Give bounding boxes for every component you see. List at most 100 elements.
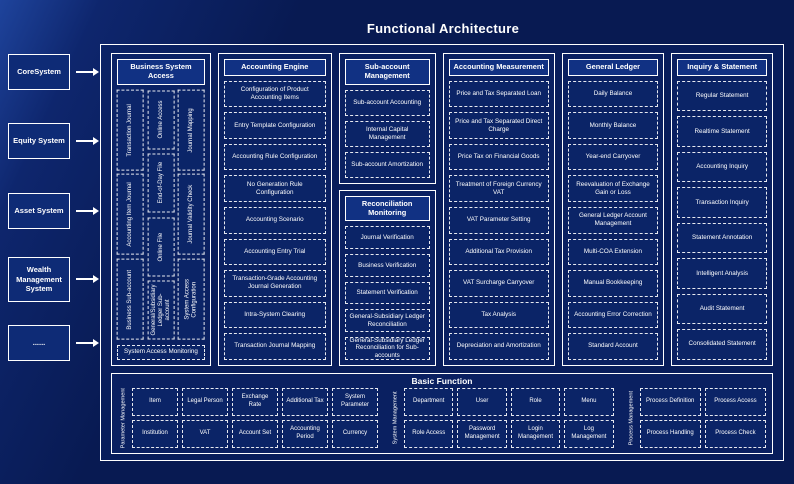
feature-item: Transaction Journal Mapping (223, 333, 326, 360)
feature-item: Entry Template Configuration (223, 112, 326, 139)
feature-item: Role (510, 387, 561, 416)
feature-item: Item (132, 387, 178, 416)
feature-item: Exchange Rate (232, 387, 278, 416)
feature-item: Password Management (457, 419, 507, 449)
feature-item: Monthly Balance (567, 112, 659, 139)
feature-item: General Ledger Account Management (567, 207, 659, 234)
feature-item: Process Handling (639, 419, 701, 449)
feature-item: Sub-account Amortization (344, 151, 430, 178)
feature-item: Transaction Inquiry (677, 187, 767, 218)
feature-item: Process Access (704, 387, 766, 416)
feature-item: Multi-COA Extension (567, 238, 659, 266)
feature-item: Additional Tax Provision (448, 238, 549, 266)
arrow-right-icon (76, 68, 99, 76)
feature-item: Additional Tax (282, 387, 328, 416)
feature-item: Realtime Statement (677, 116, 767, 147)
feature-item: Transaction Journal (117, 89, 144, 171)
feature-item: Price Tax on Financial Goods (448, 143, 549, 171)
feature-item: Business Sub-account (117, 259, 144, 340)
feature-item: Intelligent Analysis (677, 258, 767, 289)
feature-item: Reevaluation of Exchange Gain or Loss (567, 175, 659, 202)
system-box-equity: Equity System (8, 123, 70, 159)
feature-item: Regular Statement (677, 80, 767, 112)
panel-header: Sub-account Management (344, 59, 430, 85)
feature-item: Standard Account (567, 333, 659, 360)
feature-item: Log Management (564, 419, 614, 449)
feature-item: Accounting Scenario (223, 207, 326, 234)
feature-item: Accounting Error Correction (567, 301, 659, 329)
panel-header: Accounting Measurement (448, 59, 549, 76)
feature-item: System Access Configuration (178, 259, 205, 340)
feature-item: Currency (332, 419, 378, 449)
feature-item: General/Subsidiary Ledger Sub-account (147, 280, 175, 340)
feature-item: Accounting Entry Trial (223, 238, 326, 266)
feature-item: Transaction-Grade Accounting Journal Gen… (223, 270, 326, 297)
feature-item: Intra-System Clearing (223, 301, 326, 329)
panel-accounting-measurement: Accounting Measurement Price and Tax Sep… (442, 53, 555, 366)
group-label: Process Management (628, 390, 635, 446)
feature-item: Process Check (704, 419, 766, 449)
feature-item: Audit Statement (677, 293, 767, 325)
feature-item: Menu (564, 387, 614, 416)
feature-item: Role Access (404, 419, 454, 449)
main-frame: Business System Access Transaction Journ… (100, 44, 784, 461)
function-columns: Business System Access Transaction Journ… (111, 53, 773, 366)
feature-item: Treatment of Foreign Currency VAT (448, 175, 549, 202)
feature-item: VAT (182, 419, 228, 449)
feature-item: Accounting Item Journal (117, 174, 144, 256)
feature-item: Journal Verification (344, 226, 430, 250)
feature-item: Login Management (510, 419, 561, 449)
feature-item: Journal Validity Check (178, 174, 205, 256)
feature-item: User (457, 387, 507, 416)
feature-item: End-of-Day File (147, 153, 175, 213)
feature-item: Sub-account Accounting (344, 89, 430, 116)
feature-item: General-Subsidiary Ledger Reconciliation… (344, 337, 430, 360)
feature-item: System Parameter (332, 387, 378, 416)
feature-item: VAT Surcharge Carryover (448, 270, 549, 297)
panel-subaccount-management: Sub-account Management Sub-account Accou… (338, 53, 436, 184)
group-label: System Management (392, 391, 399, 445)
panel-accounting-engine: Accounting Engine Configuration of Produ… (217, 53, 332, 366)
feature-item: Accounting Inquiry (677, 151, 767, 183)
arrow-right-icon (76, 339, 99, 347)
panel-header: General Ledger (567, 59, 659, 76)
feature-item: Legal Person (182, 387, 228, 416)
group-label: Parameter Management (120, 387, 127, 448)
feature-item: No Generation Rule Configuration (223, 175, 326, 202)
feature-item: Accounting Rule Configuration (223, 143, 326, 171)
feature-item: Business Verification (344, 254, 430, 277)
feature-item: Statement Verification (344, 281, 430, 305)
feature-item: Statement Annotation (677, 222, 767, 254)
panel-basic-function: Basic Function Parameter Management Item… (111, 372, 773, 454)
arrow-right-icon (76, 275, 99, 283)
feature-item: Daily Balance (567, 80, 659, 108)
feature-item: General-Subsidiary Ledger Reconciliation (344, 309, 430, 333)
feature-item: Configuration of Product Accounting Item… (223, 80, 326, 108)
panel-header: Reconciliation Monitoring (344, 195, 430, 222)
feature-item: Online File (147, 216, 175, 277)
feature-item: Accounting Period (282, 419, 328, 449)
panel-reconciliation-monitoring: Reconciliation Monitoring Journal Verifi… (338, 189, 436, 366)
system-box-core: CoreSystem (8, 54, 70, 90)
feature-item: Internal Capital Management (344, 120, 430, 147)
page-title: Functional Architecture (366, 21, 520, 36)
arrow-right-icon (76, 137, 99, 145)
system-box-asset: Asset System (8, 193, 70, 229)
feature-item: System Access Monitoring (117, 344, 205, 360)
feature-item: Price and Tax Separated Loan (448, 80, 549, 108)
